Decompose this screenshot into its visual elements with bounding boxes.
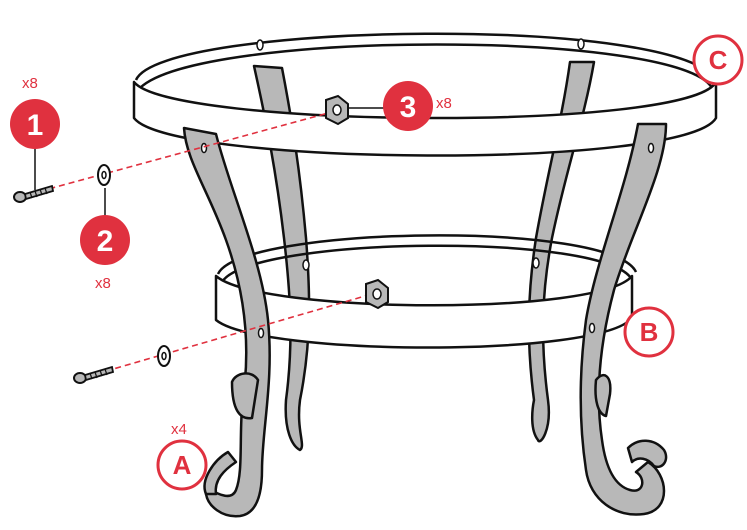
leg-hole <box>647 142 655 154</box>
lower-hardware <box>73 278 389 384</box>
component-a-quantity: x4 <box>171 421 187 438</box>
leg-hole <box>588 322 596 334</box>
front-leg-right <box>579 122 668 516</box>
leg-hole <box>257 327 265 339</box>
bolt-icon <box>13 184 55 203</box>
ring-hole <box>532 257 540 269</box>
ring-hole <box>577 38 585 50</box>
back-leg-foot-left <box>230 372 260 420</box>
ring-hole <box>302 259 310 271</box>
part-1-number: 1 <box>27 109 44 142</box>
part-3-number: 3 <box>400 91 417 124</box>
ring-hole <box>256 39 264 51</box>
component-b-letter: B <box>640 317 659 347</box>
lower-ring <box>214 234 638 349</box>
component-c-badge <box>692 34 744 86</box>
back-leg-left <box>252 64 311 452</box>
part-1-badge <box>10 99 60 149</box>
bolt-icon <box>73 365 115 384</box>
leg-hole <box>200 142 208 154</box>
washer-icon <box>97 164 111 186</box>
nut-icon <box>365 278 389 310</box>
part-2-number: 2 <box>97 225 114 258</box>
upper-hardware <box>13 94 349 203</box>
part-2-quantity: x8 <box>95 275 111 292</box>
washer-icon <box>157 345 171 367</box>
nut-icon <box>325 94 349 126</box>
component-b-badge <box>623 306 675 358</box>
component-a-badge <box>156 439 208 491</box>
back-leg-foot-right <box>594 374 612 418</box>
part-1-quantity: x8 <box>22 75 38 92</box>
component-c-letter: C <box>709 45 728 75</box>
part-3-badge <box>383 81 433 131</box>
part-2-badge <box>80 215 130 265</box>
part-3-quantity: x8 <box>436 95 452 112</box>
component-a-letter: A <box>173 450 192 480</box>
